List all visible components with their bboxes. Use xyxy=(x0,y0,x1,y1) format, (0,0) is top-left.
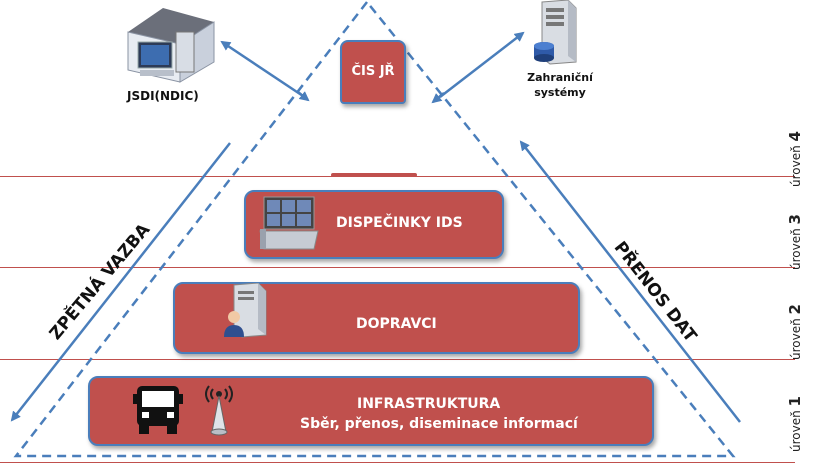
level-2-label: úroveň 2 xyxy=(786,304,804,360)
dopravci-label: DOPRAVCI xyxy=(356,316,437,332)
divider-level-2-1 xyxy=(0,359,795,360)
dispecinky-label: DISPEČINKY IDS xyxy=(336,215,463,231)
infrastruktura-sublabel: Sběr, přenos, diseminace informací xyxy=(300,416,578,432)
link-jsdi xyxy=(220,40,304,98)
cis-jr-label: ČIS JŘ xyxy=(351,64,395,79)
divider-level-3-2 xyxy=(0,267,795,268)
infrastruktura-box xyxy=(88,376,654,446)
infrastruktura-label: INFRASTRUKTURA xyxy=(357,396,501,412)
data-transfer-arrow xyxy=(519,140,741,423)
feedback-arrow xyxy=(10,142,231,422)
pyramid-outline xyxy=(13,0,736,458)
level-3-label: úroveň 3 xyxy=(786,214,804,270)
bus-icon xyxy=(133,384,183,436)
level-4-label: úroveň 4 xyxy=(786,131,804,187)
divider-bottom xyxy=(0,462,795,463)
foreign-systems-label: Zahraniční systémy xyxy=(527,71,593,99)
house-computer-icon xyxy=(118,4,218,84)
server-user-icon xyxy=(222,282,274,339)
link-foreign xyxy=(439,31,525,98)
level-1-label: úroveň 1 xyxy=(786,396,804,452)
antenna-icon xyxy=(203,380,235,438)
control-room-icon xyxy=(258,193,320,251)
jsdi-label: JSDI(NDIC) xyxy=(127,89,199,103)
cis-jr-box: ČIS JŘ xyxy=(340,40,406,104)
server-database-icon xyxy=(528,0,588,66)
